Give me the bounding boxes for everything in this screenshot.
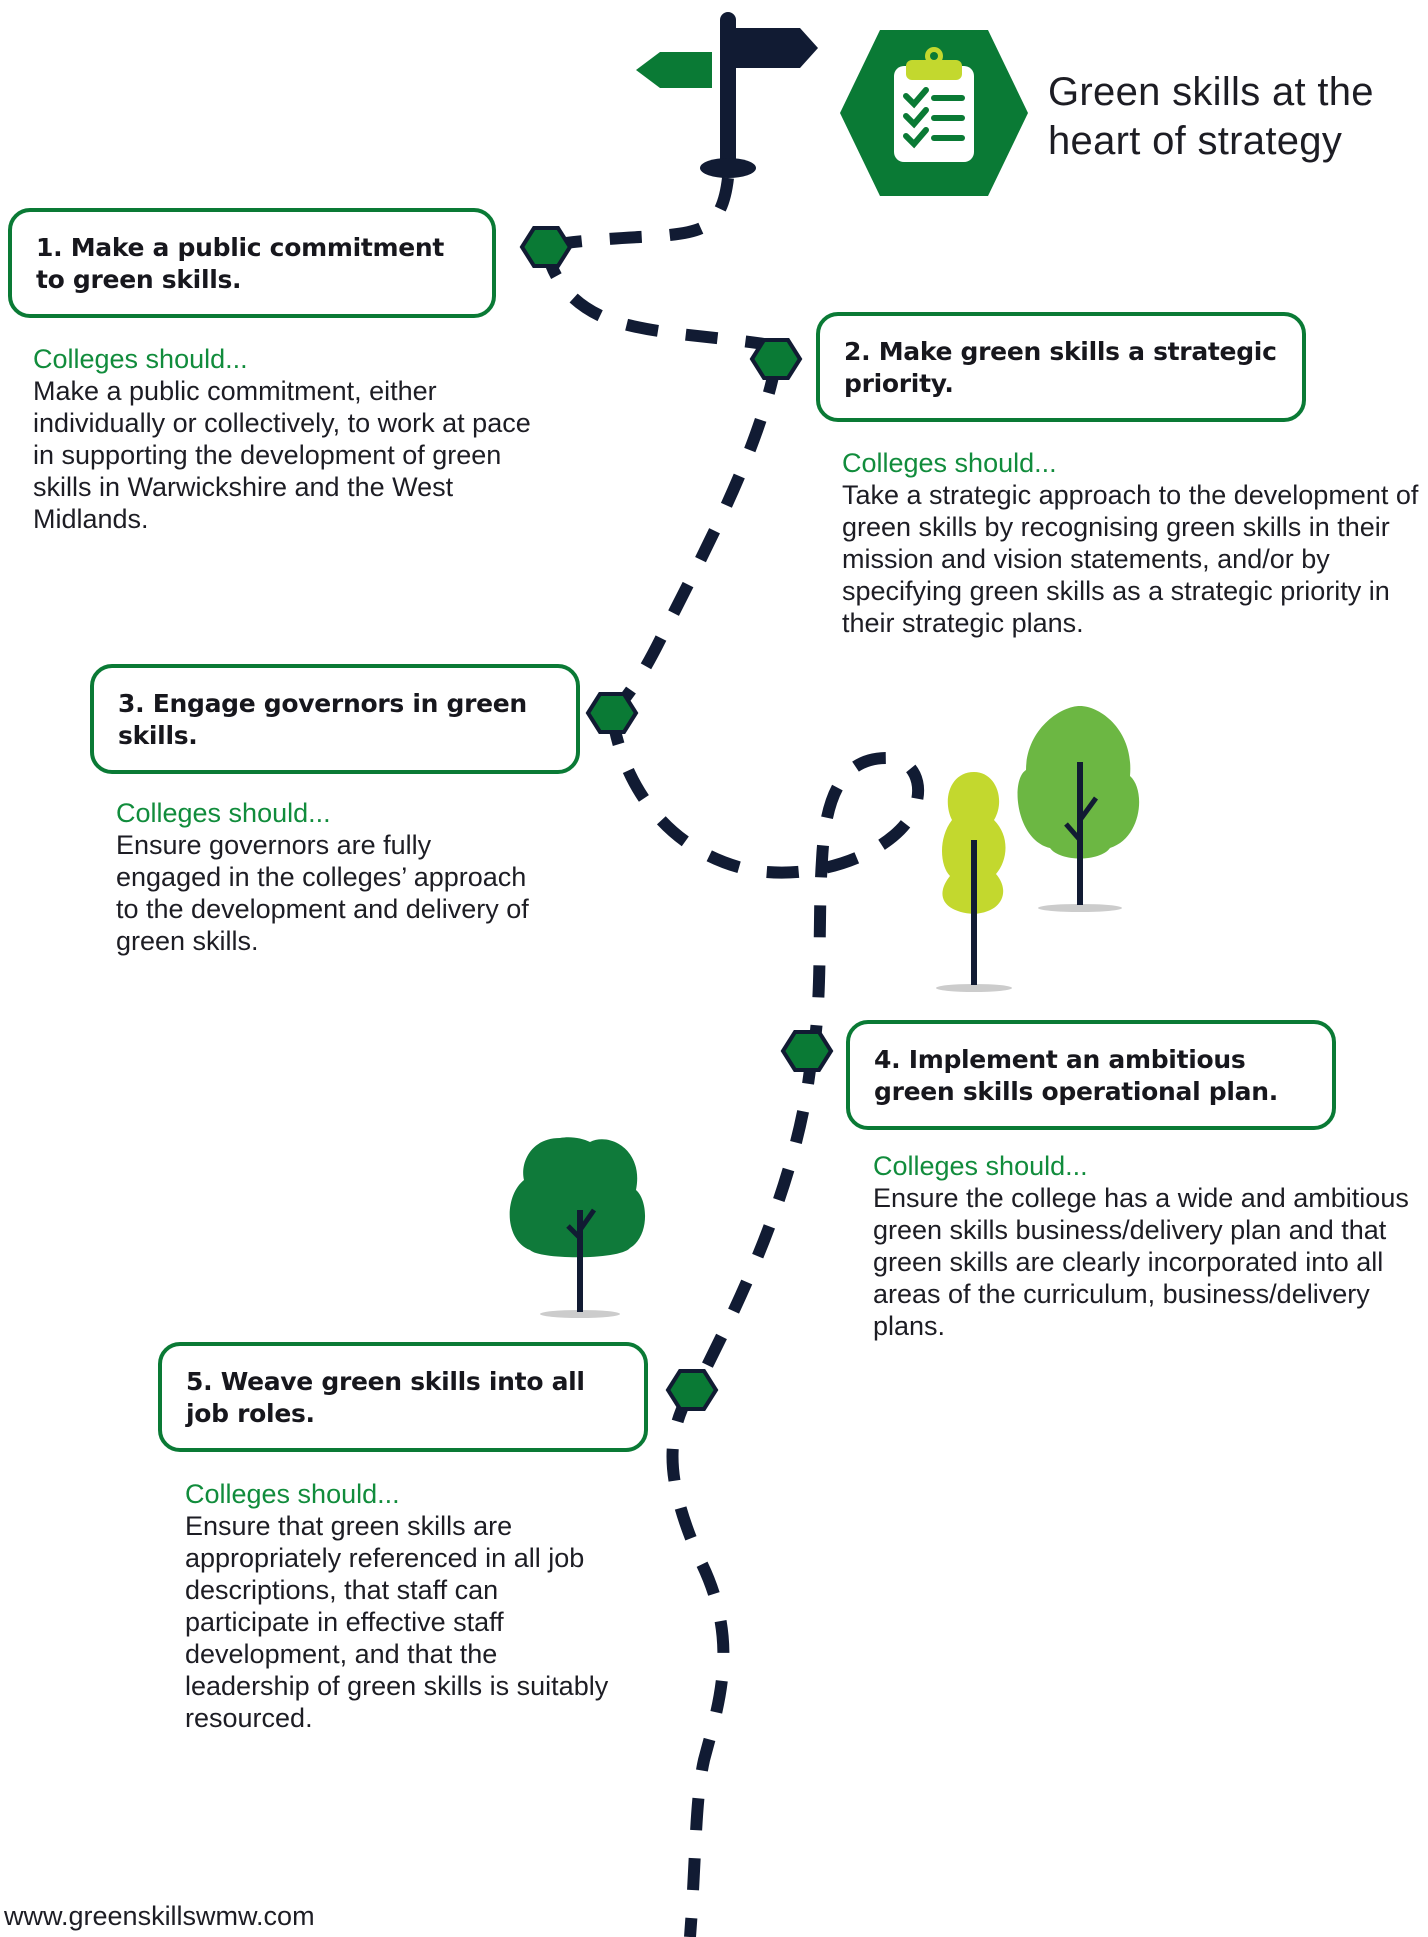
website-link[interactable]: www.greenskillswmw.com xyxy=(4,1901,315,1931)
page-title: Green skills at the heart of strategy xyxy=(1048,68,1408,166)
step-2-should-label: Colleges should... xyxy=(842,448,1057,478)
step-2-body: Take a strategic approach to the develop… xyxy=(842,480,1419,638)
page-title-line-2: heart of strategy xyxy=(1048,119,1343,163)
step-3-should-label: Colleges should... xyxy=(116,798,331,828)
hexagon-marker-4 xyxy=(780,1030,834,1072)
step-5-should-label: Colleges should... xyxy=(185,1479,400,1509)
step-4-title: 4. Implement an ambitious green skills o… xyxy=(874,1045,1278,1106)
step-3-body: Ensure governors are fully engaged in th… xyxy=(116,830,529,956)
step-2-description: Colleges should... Take a strategic appr… xyxy=(842,447,1422,639)
hexagon-marker-3 xyxy=(585,692,639,734)
step-4-should-label: Colleges should... xyxy=(873,1151,1088,1181)
dashed-path xyxy=(540,177,924,1937)
hexagon-marker-2 xyxy=(749,338,803,380)
step-4-description: Colleges should... Ensure the college ha… xyxy=(873,1150,1423,1342)
step-1-card: 1. Make a public commitment to green ski… xyxy=(8,208,496,318)
page-title-line-1: Green skills at the xyxy=(1048,70,1374,114)
step-4-card: 4. Implement an ambitious green skills o… xyxy=(846,1020,1336,1130)
step-3-card: 3. Engage governors in green skills. xyxy=(90,664,580,774)
step-1-description: Colleges should... Make a public commitm… xyxy=(33,343,553,535)
step-1-body: Make a public commitment, either individ… xyxy=(33,376,531,534)
hexagon-marker-1 xyxy=(519,226,573,268)
step-5-description: Colleges should... Ensure that green ski… xyxy=(185,1478,615,1734)
clipboard-checklist-icon xyxy=(840,30,1028,196)
step-2-card: 2. Make green skills a strategic priorit… xyxy=(816,312,1306,422)
step-5-body: Ensure that green skills are appropriate… xyxy=(185,1511,609,1733)
step-3-title: 3. Engage governors in green skills. xyxy=(118,689,527,750)
step-5-card: 5. Weave green skills into all job roles… xyxy=(158,1342,648,1452)
tree-icon xyxy=(509,1137,646,1318)
step-1-title: 1. Make a public commitment to green ski… xyxy=(36,233,445,294)
step-5-title: 5. Weave green skills into all job roles… xyxy=(186,1367,585,1428)
step-4-body: Ensure the college has a wide and ambiti… xyxy=(873,1183,1409,1341)
step-1-should-label: Colleges should... xyxy=(33,344,248,374)
tree-icon xyxy=(1017,706,1140,912)
step-markers xyxy=(519,226,834,1411)
signpost-icon xyxy=(636,12,818,178)
step-3-description: Colleges should... Ensure governors are … xyxy=(116,797,536,957)
hexagon-marker-5 xyxy=(665,1369,719,1411)
step-2-title: 2. Make green skills a strategic priorit… xyxy=(844,337,1277,398)
tree-icon xyxy=(936,772,1012,992)
